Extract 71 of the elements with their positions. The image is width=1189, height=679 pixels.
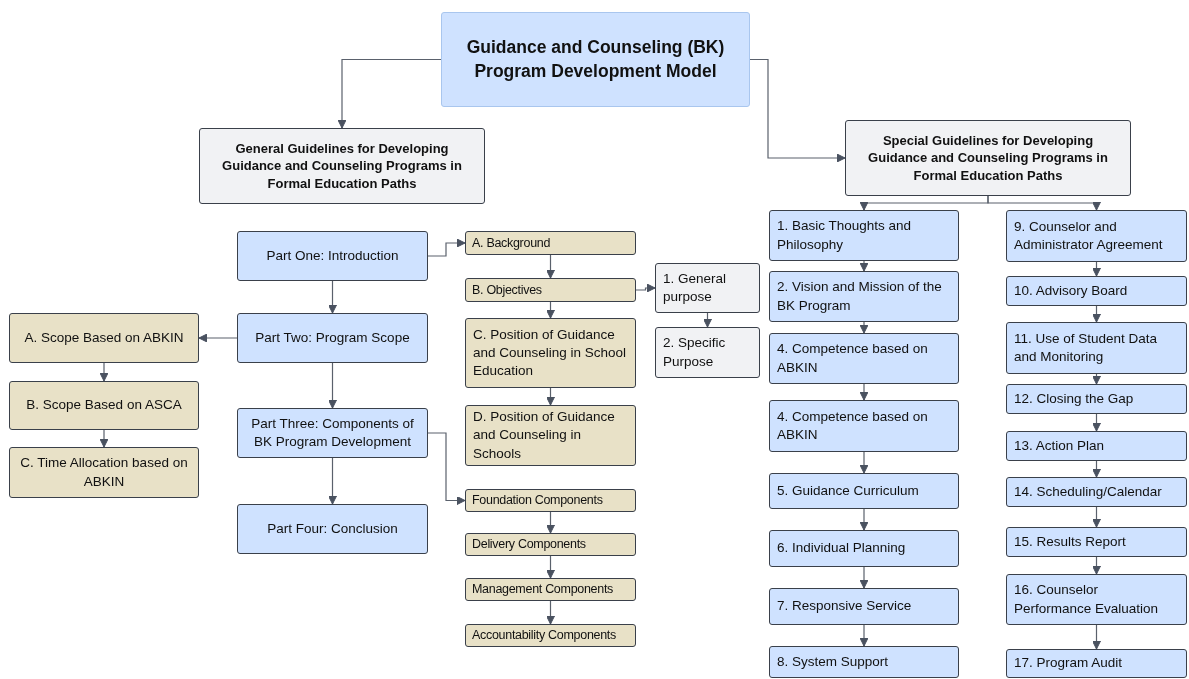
- process-box: 4. Competence based on ABKIN: [769, 400, 959, 452]
- arrow: [1092, 413, 1101, 432]
- process-box: B. Objectives: [465, 278, 636, 302]
- process-box: 9. Counselor and Administrator Agreement: [1006, 210, 1187, 262]
- process-box: 4. Competence based on ABKIN: [769, 333, 959, 384]
- arrow: [546, 254, 555, 279]
- process-box: 2. Specific Purpose: [655, 327, 760, 378]
- arrow: [99, 429, 109, 448]
- process-box: 6. Individual Planning: [769, 530, 959, 567]
- arrow: [1092, 624, 1101, 650]
- arrow: [546, 387, 555, 406]
- process-box: 15. Results Report: [1006, 527, 1187, 557]
- arrow: [859, 624, 869, 647]
- process-box: 14. Scheduling/Calendar: [1006, 477, 1187, 507]
- arrow: [328, 457, 337, 505]
- arrow: [546, 301, 555, 319]
- arrow: [427, 432, 466, 505]
- arrow: [427, 238, 466, 257]
- process-box: 5. Guidance Curriculum: [769, 473, 959, 509]
- process-box: 7. Responsive Service: [769, 588, 959, 625]
- process-box: Part One: Introduction: [237, 231, 428, 281]
- process-box: 12. Closing the Gap: [1006, 384, 1187, 414]
- process-box: 8. System Support: [769, 646, 959, 678]
- arrow: [1092, 373, 1101, 385]
- title-box: Guidance and Counseling (BK) Program Development Model: [441, 12, 750, 107]
- arrow: [198, 333, 238, 343]
- arrow: [1092, 261, 1101, 277]
- process-box: Foundation Components: [465, 489, 636, 512]
- process-box: 17. Program Audit: [1006, 649, 1187, 678]
- arrow: [337, 58, 442, 129]
- process-box: 10. Advisory Board: [1006, 276, 1187, 306]
- arrow: [99, 362, 109, 382]
- process-box: Part Four: Conclusion: [237, 504, 428, 554]
- arrow: [859, 383, 869, 401]
- process-box: 1. General purpose: [655, 263, 760, 313]
- process-box: Accountability Components: [465, 624, 636, 647]
- arrow: [859, 451, 869, 474]
- process-box: 1. Basic Thoughts and Philosophy: [769, 210, 959, 261]
- process-box: A. Scope Based on ABKIN: [9, 313, 199, 363]
- arrow: [1092, 506, 1101, 528]
- arrow: [1092, 305, 1101, 323]
- arrow: [987, 195, 1101, 211]
- section-box: Special Guidelines for Developing Guidance and Counseling Programs in Formal Education Paths: [845, 120, 1131, 196]
- process-box: Part Two: Program Scope: [237, 313, 428, 363]
- arrow: [859, 321, 869, 334]
- arrow: [859, 566, 869, 589]
- arrow: [703, 312, 712, 328]
- arrow: [635, 283, 656, 293]
- process-box: Delivery Components: [465, 533, 636, 556]
- arrow: [1092, 556, 1101, 575]
- arrow: [328, 362, 337, 409]
- process-box: 16. Counselor Performance Evaluation: [1006, 574, 1187, 625]
- arrow: [546, 511, 555, 534]
- arrow: [749, 58, 846, 163]
- process-box: 11. Use of Student Data and Monitoring: [1006, 322, 1187, 374]
- arrow: [328, 280, 337, 314]
- section-box: General Guidelines for Developing Guidance and Counseling Programs in Formal Education Paths: [199, 128, 485, 204]
- process-box: Management Components: [465, 578, 636, 601]
- process-box: 2. Vision and Mission of the BK Program: [769, 271, 959, 322]
- arrow: [859, 508, 869, 531]
- process-box: 13. Action Plan: [1006, 431, 1187, 461]
- arrow: [546, 555, 555, 579]
- process-box: C. Time Allocation based on ABKIN: [9, 447, 199, 498]
- process-box: A. Background: [465, 231, 636, 255]
- process-box: D. Position of Guidance and Counseling in Schools: [465, 405, 636, 466]
- arrow: [859, 260, 869, 272]
- process-box: Part Three: Components of BK Program Development: [237, 408, 428, 458]
- arrow: [546, 600, 555, 625]
- process-box: C. Position of Guidance and Counseling in School Education: [465, 318, 636, 388]
- process-box: B. Scope Based on ASCA: [9, 381, 199, 430]
- arrow: [1092, 460, 1101, 478]
